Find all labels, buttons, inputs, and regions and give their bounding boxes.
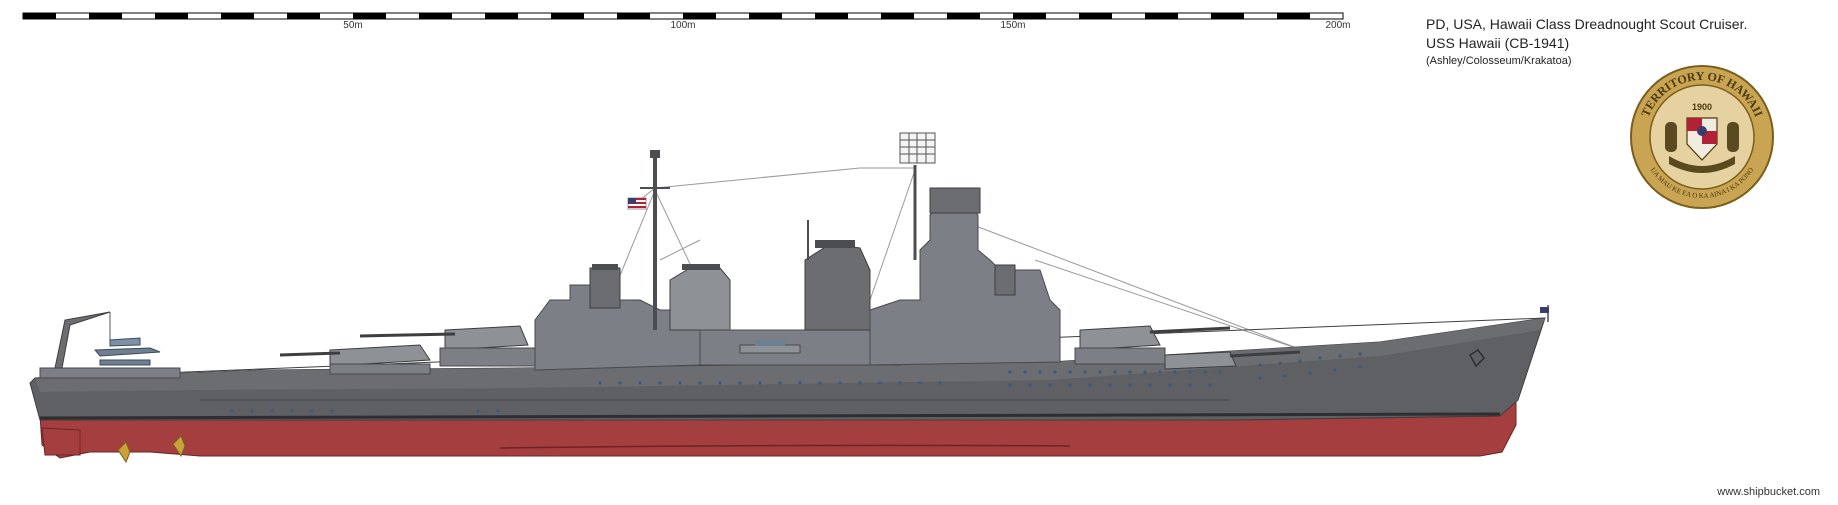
seal-figures-icon (1665, 122, 1739, 173)
rudder (41, 427, 81, 456)
fire-control-director (929, 187, 981, 214)
seal-shield-icon (1686, 117, 1718, 161)
main-mast (640, 150, 670, 330)
scale-label-50m: 50m (343, 20, 363, 31)
boat-deck (739, 340, 801, 354)
jack-flag-icon (1540, 307, 1549, 313)
scale-bar (22, 12, 1344, 20)
seal-year: 1900 (1692, 102, 1712, 112)
forward-director-2 (994, 264, 1016, 296)
radar-antenna (899, 132, 936, 164)
scale-label-100m: 100m (670, 20, 696, 31)
forward-funnel (804, 243, 871, 331)
scale-label-150m: 150m (1000, 20, 1026, 31)
forward-funnel-cap (815, 240, 855, 248)
us-flag-icon (627, 197, 647, 210)
scale-bar-segments (23, 13, 1310, 19)
superfiring-forward-turret (1074, 325, 1231, 365)
scale-label-200m: 200m (1325, 20, 1351, 31)
territory-seal: TERRITORY OF HAWAII UA MAU KE EA O KA AI… (1630, 65, 1774, 209)
forward-turret (1164, 350, 1301, 370)
bilge-keel (499, 444, 1071, 449)
aft-deckhouse (39, 367, 181, 379)
anchor-icon (1469, 348, 1485, 368)
aft-turret (279, 344, 431, 375)
main-funnel (669, 267, 731, 331)
watermark: www.shipbucket.com (1717, 486, 1820, 498)
boot-topping (39, 412, 1501, 420)
ship-name: USS Hawaii (CB-1941) (1426, 35, 1570, 51)
aft-funnel (589, 267, 621, 309)
drawing-title: PD, USA, Hawaii Class Dreadnought Scout … (1426, 16, 1748, 32)
aircraft-crane (54, 311, 111, 369)
portholes (230, 352, 1362, 413)
propeller-icons (117, 435, 186, 464)
floatplane (93, 337, 161, 366)
main-funnel-cap (682, 264, 720, 270)
forward-superstructure (869, 199, 1061, 366)
aft-funnel-cap (592, 264, 618, 270)
superfiring-aft-turret (359, 325, 541, 367)
drawing-credits: (Ashley/Colosseum/Krakatoa) (1426, 55, 1572, 67)
